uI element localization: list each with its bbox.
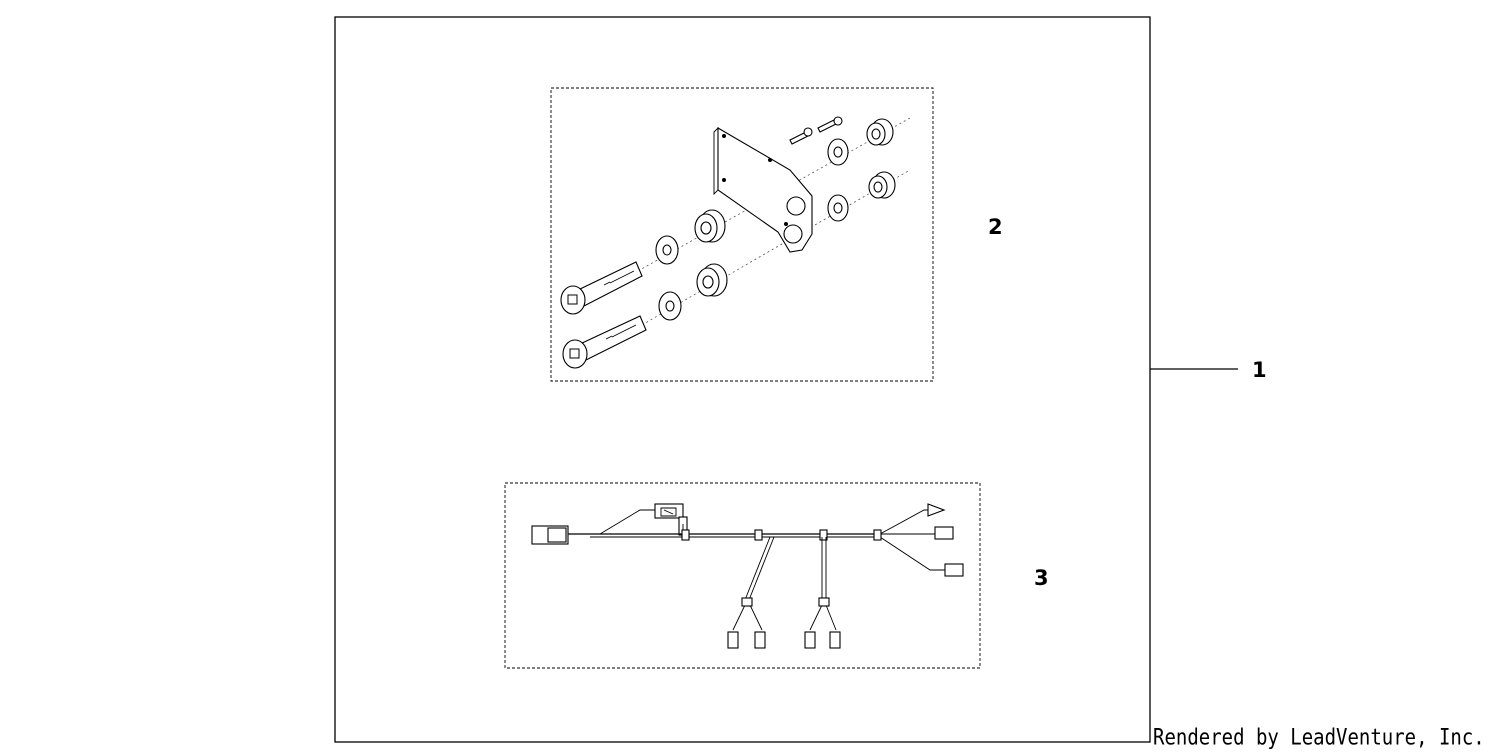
mounting-hardware-inset	[550, 87, 934, 382]
wire-harness-inset	[504, 482, 981, 669]
terminal-icon	[927, 503, 964, 577]
callout-2: 2	[988, 215, 1003, 239]
collar-icon	[866, 118, 896, 199]
bulb-connector-icon	[727, 631, 841, 649]
washer-icon	[827, 138, 849, 222]
assembly-frame	[334, 16, 1151, 743]
bolt-icon	[560, 261, 647, 369]
bracket-plate-icon	[713, 126, 813, 253]
screw-icon	[789, 116, 843, 145]
main-connector-icon	[531, 525, 569, 545]
callout-1: 1	[1252, 358, 1267, 382]
callout-3: 3	[1034, 566, 1049, 590]
render-credit: Rendered by LeadVenture, Inc.	[1153, 725, 1485, 751]
grommet-icon	[655, 209, 728, 321]
